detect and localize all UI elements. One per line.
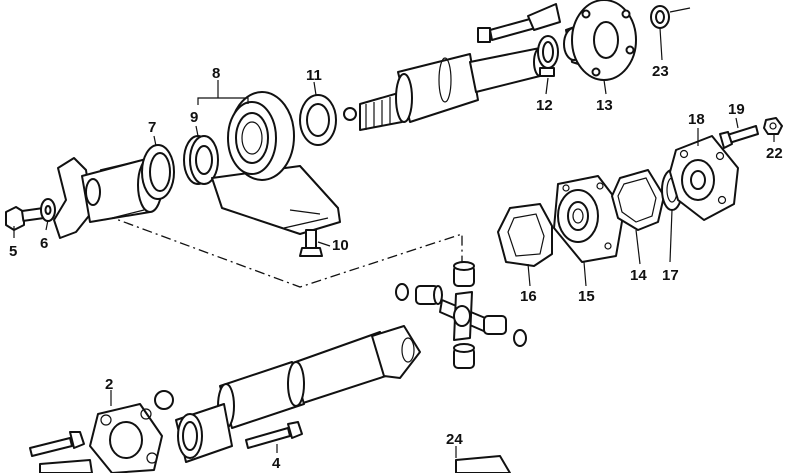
lower-left-bolt bbox=[29, 431, 85, 457]
callout-22: 22 bbox=[766, 145, 783, 162]
callout-14: 14 bbox=[630, 267, 647, 284]
callout-19: 19 bbox=[728, 101, 745, 118]
part-10-bolt bbox=[299, 229, 323, 257]
callout-8: 8 bbox=[212, 65, 220, 82]
callout-2: 2 bbox=[105, 376, 113, 393]
callout-15: 15 bbox=[578, 288, 595, 305]
part-22-nut bbox=[763, 117, 783, 135]
callout-24: 24 bbox=[446, 431, 463, 448]
part-11-ring bbox=[299, 94, 337, 146]
callout-23: 23 bbox=[652, 63, 669, 80]
part-9-bearing bbox=[183, 135, 219, 185]
callout-6: 6 bbox=[40, 235, 48, 252]
callout-17: 17 bbox=[662, 267, 679, 284]
part-13-flange bbox=[563, 0, 637, 81]
assembly-centerline bbox=[104, 214, 463, 288]
leader-lines bbox=[13, 27, 775, 458]
lower-left-part bbox=[39, 459, 93, 473]
callout-labels: 2 4 5 6 7 8 9 10 11 12 13 14 15 16 17 18… bbox=[9, 63, 783, 472]
callout-18: 18 bbox=[688, 111, 705, 128]
part-5-bolt bbox=[5, 206, 45, 231]
callout-16: 16 bbox=[520, 288, 537, 305]
callout-4: 4 bbox=[272, 455, 281, 472]
propshaft-rear-section bbox=[154, 325, 421, 463]
part-7-ring bbox=[141, 144, 175, 200]
callout-7: 7 bbox=[148, 119, 156, 136]
part-16-plate bbox=[497, 203, 553, 267]
flange-yoke bbox=[53, 157, 163, 239]
callout-13: 13 bbox=[596, 97, 613, 114]
propshaft-front-section bbox=[343, 47, 547, 131]
part-18-flange bbox=[669, 135, 739, 221]
part-4-bolt bbox=[245, 421, 303, 449]
callout-12: 12 bbox=[536, 97, 553, 114]
part-15-coupling bbox=[553, 175, 625, 263]
part-12-clamp bbox=[537, 35, 559, 77]
part-6-washer bbox=[40, 198, 56, 222]
callout-9: 9 bbox=[190, 109, 198, 126]
callout-5: 5 bbox=[9, 243, 17, 260]
part-2-flex-disc bbox=[89, 403, 163, 473]
upper-bolt bbox=[477, 3, 561, 43]
part-8-center-bearing bbox=[211, 91, 341, 235]
part-14-plate bbox=[611, 169, 665, 231]
part-24-bracket bbox=[455, 455, 511, 473]
part-23-seal bbox=[650, 5, 691, 29]
universal-joint-cross bbox=[395, 261, 527, 369]
callout-11: 11 bbox=[306, 67, 322, 84]
callout-10: 10 bbox=[332, 237, 349, 254]
part-19-bolt bbox=[719, 125, 759, 149]
